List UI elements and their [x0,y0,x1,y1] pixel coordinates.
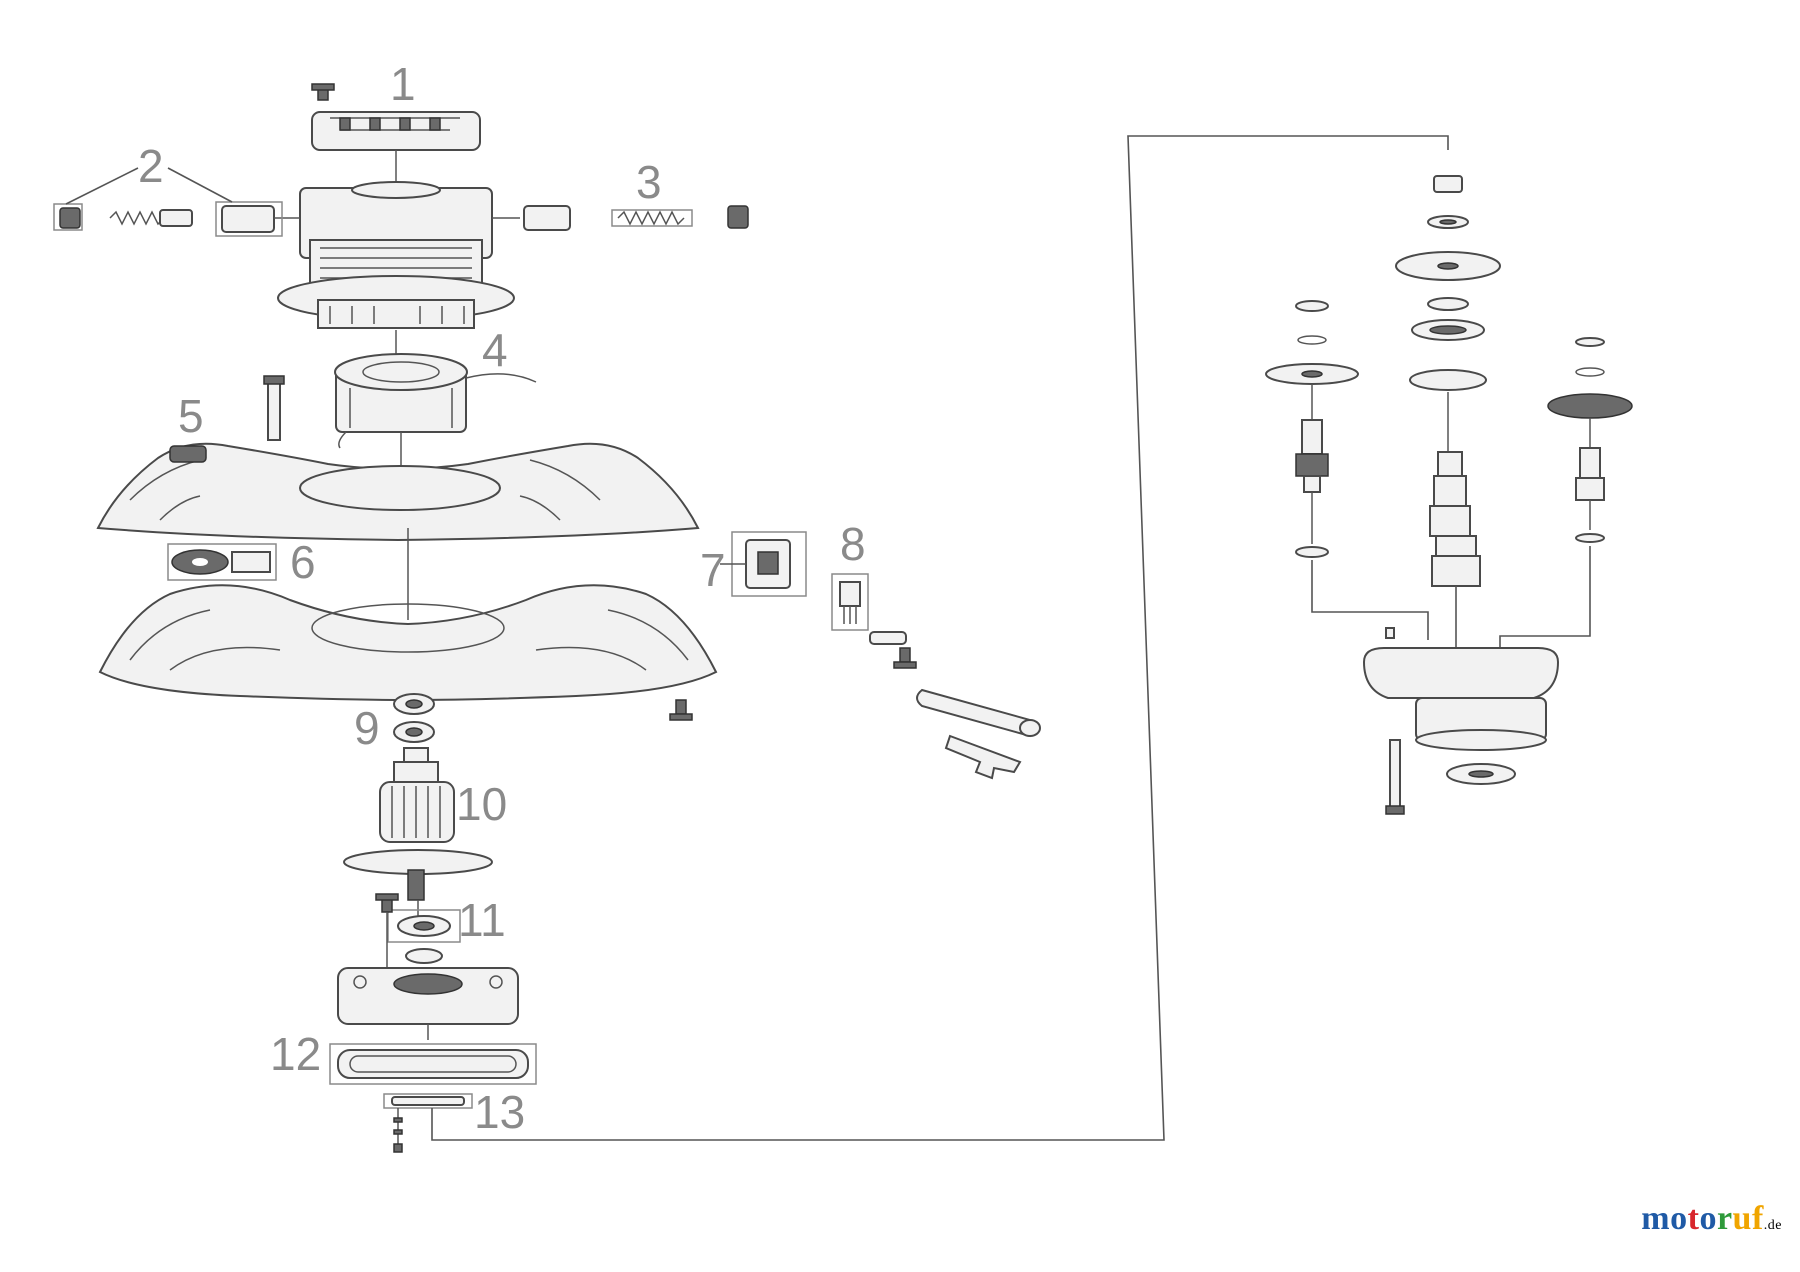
watermark-letter: u [1732,1200,1752,1237]
part-4-stator [334,353,537,500]
callout-labels: 1 2 3 4 5 6 7 8 9 10 11 12 13 [138,58,866,1138]
part-1-top-cover [311,83,481,188]
part-2-left-plunger [53,167,300,237]
callout-11: 11 [458,894,506,946]
callout-1: 1 [390,58,416,110]
part-13-plate [383,1093,473,1153]
watermark-tld: .de [1763,1218,1782,1233]
part-8-connector [831,573,1041,780]
motor-housing [277,181,515,360]
watermark-brand: motoruf [1641,1200,1764,1237]
callout-13: 13 [474,1086,525,1138]
part-7-switch [720,531,807,597]
watermark-letter: f [1751,1200,1764,1237]
gear-housing-base [337,967,519,1040]
callout-10: 10 [456,778,507,830]
callout-2: 2 [138,140,164,192]
callout-12: 12 [270,1028,321,1080]
callout-6: 6 [290,536,316,588]
detail-link-line [431,135,1449,1141]
gearbox-detail [1265,175,1633,815]
callout-3: 3 [636,156,662,208]
watermark-letter: o [1699,1200,1717,1237]
callout-7: 7 [700,544,726,596]
part-12-gasket [329,1043,537,1085]
callout-4: 4 [482,324,508,376]
watermark-logo: motoruf.de [1641,1200,1782,1238]
part-3-right-plunger [492,205,749,231]
part-11-bearing [375,893,461,980]
part-9-bearings [393,693,435,743]
part-6-washer [167,543,277,581]
lower-chassis [98,584,718,721]
watermark-letter: r [1716,1200,1733,1237]
callout-8: 8 [840,518,866,570]
callout-5: 5 [178,390,204,442]
watermark-letter: o [1670,1200,1688,1237]
part-10-armature [343,747,493,920]
callout-9: 9 [354,702,380,754]
part-5-upper-shell [96,375,700,542]
watermark-letter: t [1687,1200,1700,1237]
watermark-letter: m [1641,1200,1671,1237]
